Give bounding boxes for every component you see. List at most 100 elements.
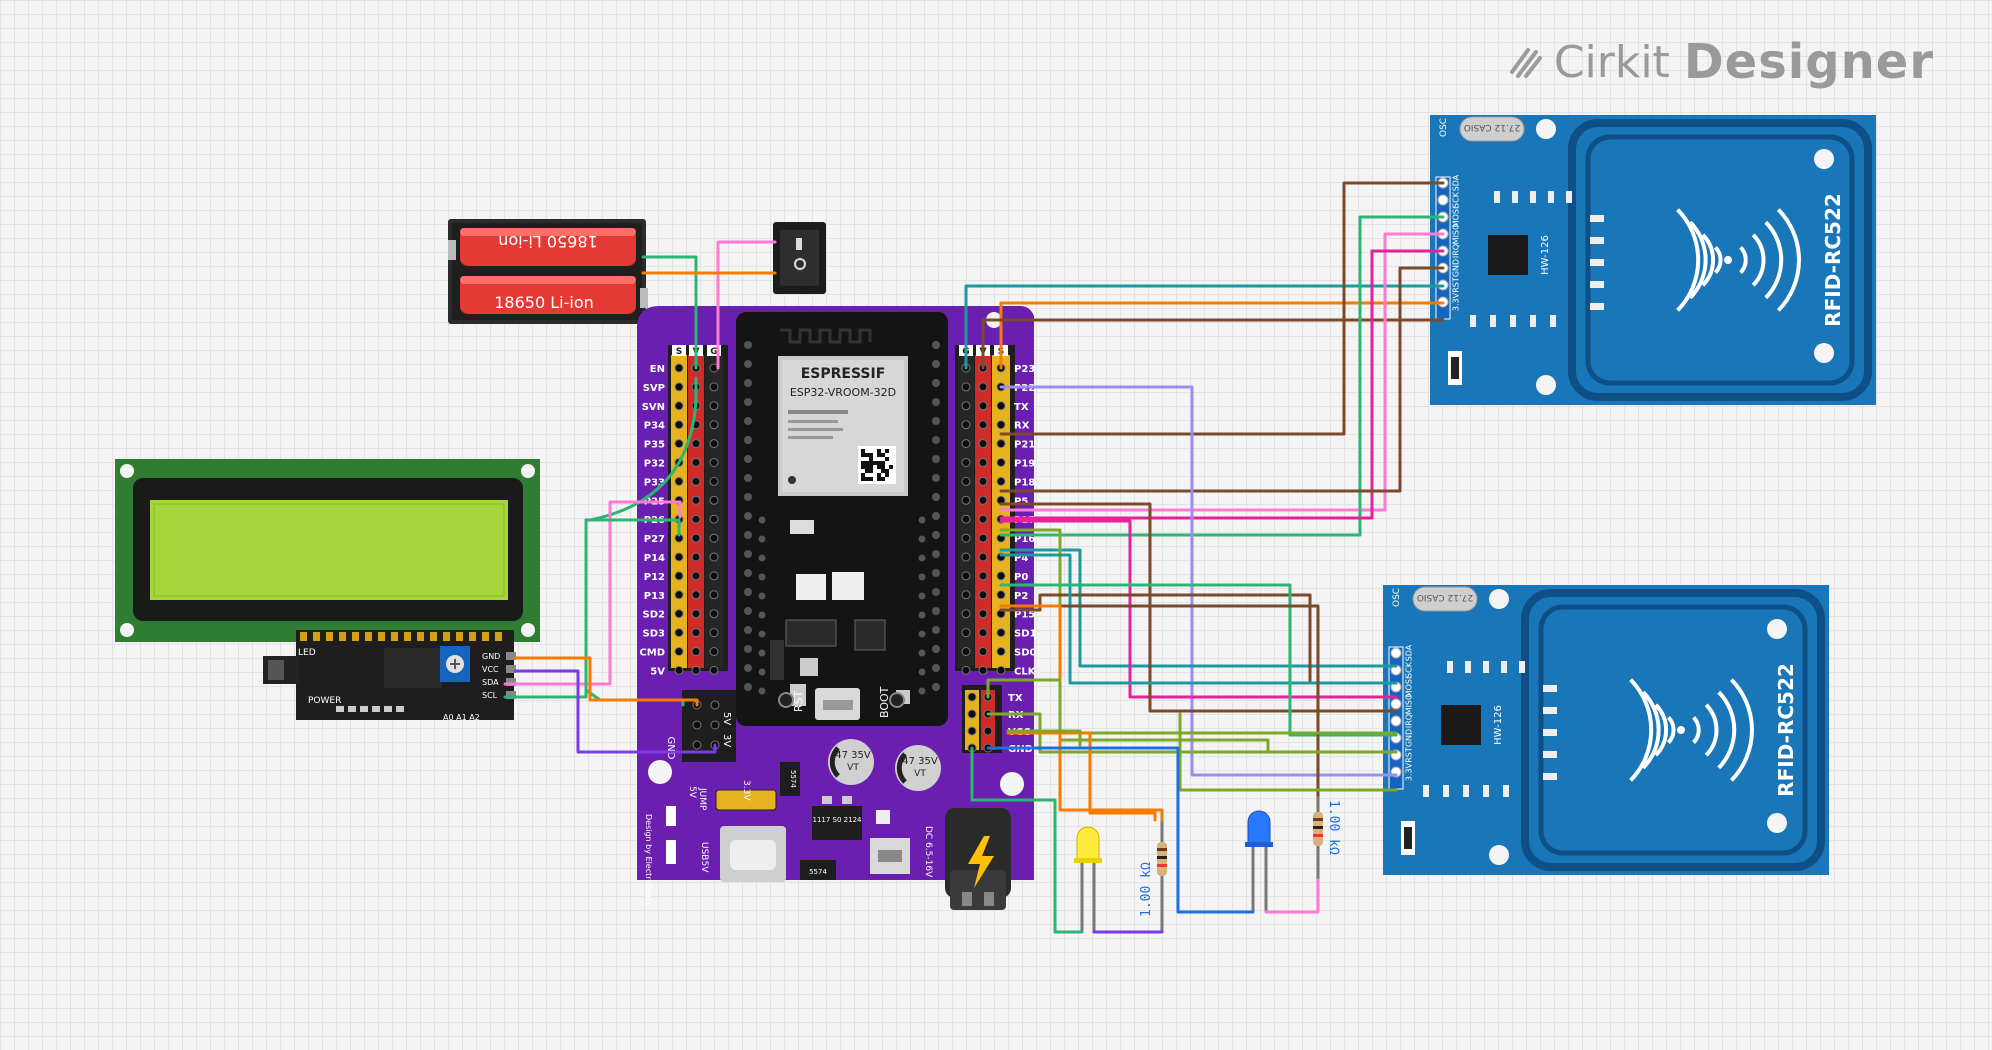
i2c-pin[interactable] (506, 665, 516, 673)
header-pin[interactable] (709, 533, 719, 543)
header-pin[interactable] (978, 533, 988, 543)
rfid-pin[interactable] (1390, 715, 1402, 727)
lcd-16x2-display[interactable] (115, 459, 540, 642)
wire[interactable] (503, 500, 682, 686)
header-pin[interactable] (709, 571, 719, 581)
dc-barrel-jack[interactable] (945, 808, 1011, 910)
header-pin[interactable] (691, 533, 701, 543)
header-pin[interactable] (961, 514, 971, 524)
wire[interactable] (999, 215, 1445, 537)
header-pin[interactable] (961, 609, 971, 619)
wire[interactable] (503, 518, 681, 699)
header-pin[interactable] (996, 458, 1006, 467)
uart-pin[interactable] (983, 726, 993, 736)
i2c-pin[interactable] (506, 678, 516, 686)
header-pin[interactable] (709, 628, 719, 638)
blue-led[interactable] (1245, 810, 1273, 912)
rfid-pin[interactable] (1437, 194, 1449, 206)
wire[interactable] (999, 519, 1398, 699)
header-pin[interactable] (674, 382, 684, 392)
power-pin[interactable] (710, 700, 720, 710)
header-pin[interactable] (691, 458, 701, 467)
header-pin[interactable] (709, 514, 719, 524)
wire[interactable] (999, 604, 1320, 797)
header-pin[interactable] (961, 628, 971, 638)
header-pin[interactable] (709, 609, 719, 619)
wire[interactable] (1006, 731, 1157, 822)
uart-pin[interactable] (967, 709, 977, 719)
header-pin[interactable] (978, 514, 988, 524)
header-pin[interactable] (961, 382, 971, 392)
header-pin[interactable] (978, 609, 988, 619)
wire[interactable] (999, 232, 1445, 512)
wire[interactable] (964, 284, 1445, 370)
header-pin[interactable] (978, 382, 988, 392)
wire[interactable] (641, 255, 698, 370)
header-pin[interactable] (996, 476, 1006, 486)
resistor-2[interactable]: 1.00 kΩ (1313, 795, 1341, 880)
uart-pin[interactable] (967, 726, 977, 736)
header-pin[interactable] (961, 439, 971, 449)
header-pin[interactable] (996, 628, 1006, 638)
header-pin[interactable] (709, 495, 719, 505)
header-pin[interactable] (961, 665, 971, 675)
header-pin[interactable] (996, 420, 1006, 430)
header-pin[interactable] (691, 476, 701, 486)
header-pin[interactable] (674, 571, 684, 581)
wire[interactable] (999, 181, 1445, 436)
wire[interactable] (716, 240, 777, 370)
header-pin[interactable] (709, 476, 719, 486)
header-pin[interactable] (709, 439, 719, 449)
header-pin[interactable] (674, 420, 684, 430)
header-pin[interactable] (961, 401, 971, 411)
header-pin[interactable] (961, 420, 971, 430)
header-pin[interactable] (709, 401, 719, 411)
header-pin[interactable] (978, 401, 988, 411)
header-pin[interactable] (709, 552, 719, 562)
power-pin[interactable] (692, 740, 702, 750)
header-pin[interactable] (709, 590, 719, 600)
header-pin[interactable] (709, 458, 719, 467)
resistor-1[interactable]: 1.00 kΩ (1139, 820, 1167, 932)
header-pin[interactable] (978, 665, 988, 675)
header-pin[interactable] (691, 495, 701, 505)
yellow-led[interactable] (1074, 826, 1102, 932)
header-pin[interactable] (691, 571, 701, 581)
header-pin[interactable] (978, 439, 988, 449)
header-pin[interactable] (978, 552, 988, 562)
header-pin[interactable] (996, 439, 1006, 449)
header-pin[interactable] (978, 647, 988, 656)
header-pin[interactable] (996, 571, 1006, 581)
header-pin[interactable] (674, 609, 684, 619)
wire[interactable] (999, 301, 1445, 370)
header-pin[interactable] (961, 533, 971, 543)
i2c-pin[interactable] (506, 691, 516, 699)
header-pin[interactable] (691, 628, 701, 638)
header-pin[interactable] (961, 647, 971, 656)
header-pin[interactable] (674, 552, 684, 562)
header-pin[interactable] (978, 495, 988, 505)
header-pin[interactable] (978, 476, 988, 486)
rocker-switch[interactable] (773, 222, 826, 294)
header-pin[interactable] (961, 571, 971, 581)
header-pin[interactable] (691, 439, 701, 449)
header-pin[interactable] (961, 458, 971, 467)
wire[interactable] (970, 746, 1084, 934)
header-pin[interactable] (961, 590, 971, 600)
header-pin[interactable] (996, 647, 1006, 656)
wire[interactable] (986, 746, 1255, 914)
wire[interactable] (999, 385, 1398, 777)
rst-button[interactable] (778, 692, 794, 708)
header-pin[interactable] (961, 552, 971, 562)
wire[interactable] (981, 318, 1445, 370)
wire[interactable] (999, 548, 1398, 668)
i2c-pin[interactable] (506, 652, 516, 660)
header-pin[interactable] (709, 420, 719, 430)
uart-pin[interactable] (967, 692, 977, 702)
header-pin[interactable] (709, 665, 719, 675)
